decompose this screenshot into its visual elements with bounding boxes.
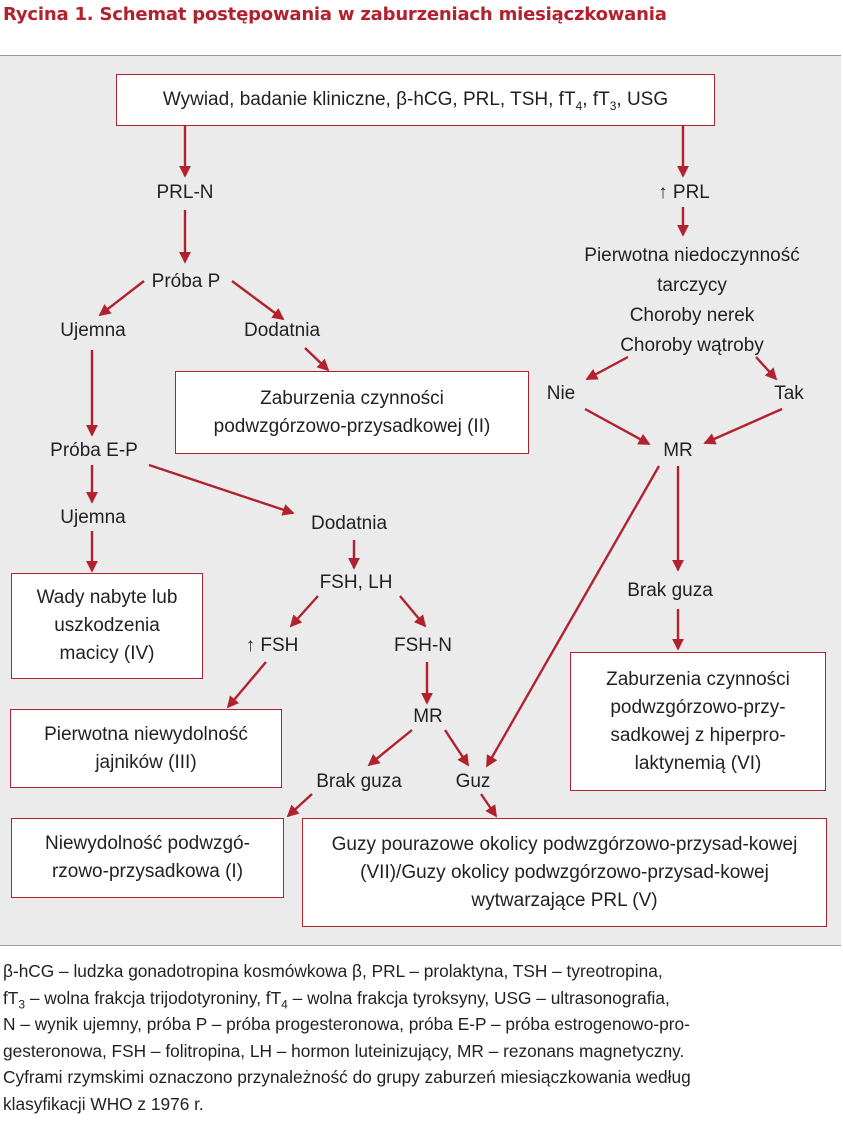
arrow-fshlh-to-upfsh xyxy=(289,595,319,628)
label-up-prl: ↑ PRL xyxy=(658,182,710,203)
arrow-conditions-to-tak xyxy=(755,356,778,381)
label-ujemna-1: Ujemna xyxy=(60,320,126,341)
label-prl-n: PRL-N xyxy=(156,182,214,203)
start-box-label: Wywiad, badanie kliniczne, β-hCG, PRL, T… xyxy=(162,89,669,113)
box-guzy-VII-V: Guzy pourazowe okolicy podwzgórzowo-przy… xyxy=(302,818,827,927)
arrow-tak-to-mr xyxy=(703,407,783,445)
arrow-nie-to-mr xyxy=(584,407,651,446)
label-proba-p: Próba P xyxy=(151,271,221,292)
box-zaburzenia-II: Zaburzenia czynności podwzgórzowo-przysa… xyxy=(175,371,529,454)
box-zaburzenia-II-label: Zaburzenia czynności podwzgórzowo-przysa… xyxy=(213,387,491,437)
label-brak-guza-right: Brak guza xyxy=(627,580,713,601)
arrow-conditions-to-nie xyxy=(585,355,629,381)
caption-line-2: fT3 – wolna frakcja trijodotyroniny, fT4… xyxy=(3,987,670,1011)
box-niewydolnosc-I-label: Niewydolność podwzgó-rzowo-przysadkowa (… xyxy=(45,833,250,882)
figure-title: Rycina 1. Schemat postępowania w zaburze… xyxy=(3,4,667,25)
label-proba-ep: Próba E-P xyxy=(50,440,138,461)
condition-line-2: tarczycy xyxy=(657,275,727,296)
box-zaburzenia-VI-label: Zaburzenia czynności podwzgórzowo-przy-s… xyxy=(606,668,790,774)
caption-line-4: gesteronowa, FSH – folitropina, LH – hor… xyxy=(3,1040,685,1061)
box-wady-IV: Wady nabyte lub uszkodzenia macicy (IV) xyxy=(11,573,203,679)
arrow-mr-to-guz xyxy=(485,465,661,768)
label-brak-guza-left: Brak guza xyxy=(316,771,402,792)
box-pierwotna-III: Pierwotna niewydolność jajników (III) xyxy=(10,709,282,788)
start-box: Wywiad, badanie kliniczne, β-hCG, PRL, T… xyxy=(116,74,715,126)
box-guzy-VII-V-label: Guzy pourazowe okolicy podwzgórzowo-przy… xyxy=(331,833,798,911)
arrow-mr-to-guz-left xyxy=(443,729,470,767)
label-ujemna-2: Ujemna xyxy=(60,507,126,528)
label-tak: Tak xyxy=(774,383,804,404)
arrow-upfsh-to-pierwotna xyxy=(226,661,267,709)
flowchart-panel xyxy=(0,55,841,946)
label-dodatnia-1: Dodatnia xyxy=(243,320,321,341)
label-guz: Guz xyxy=(455,771,491,792)
label-mr-right: MR xyxy=(663,440,693,461)
label-fsh-lh: FSH, LH xyxy=(319,572,393,593)
arrow-probaep-to-dodatnia xyxy=(148,463,295,516)
arrow-guz-to-guzy xyxy=(480,793,498,818)
arrow-dodatnia-to-zabII xyxy=(304,347,330,372)
label-dodatnia-2: Dodatnia xyxy=(310,513,388,534)
caption-line-5: Cyframi rzymskimi oznaczono przynależnoś… xyxy=(3,1067,691,1087)
box-pierwotna-III-label: Pierwotna niewydolność jajników (III) xyxy=(44,723,248,773)
label-fsh-n: FSH-N xyxy=(393,635,453,656)
box-wady-IV-label: Wady nabyte lub uszkodzenia macicy (IV) xyxy=(36,587,178,664)
arrow-brakguza-to-niewydolnosc xyxy=(286,793,313,818)
caption-line-3: N – wynik ujemny, próba P – próba proges… xyxy=(3,1014,690,1034)
caption-line-6: klasyfikacji WHO z 1976 r. xyxy=(3,1093,204,1114)
caption-line-1: β-hCG – ludzka gonadotropina kosmówkowa … xyxy=(3,961,663,981)
box-zaburzenia-VI: Zaburzenia czynności podwzgórzowo-przy-s… xyxy=(570,652,826,791)
label-nie: Nie xyxy=(546,383,576,404)
label-up-fsh: ↑ FSH xyxy=(245,635,299,656)
condition-line-1: Pierwotna niedoczynność xyxy=(584,245,800,266)
condition-line-4: Choroby wątroby xyxy=(620,335,764,356)
condition-line-3: Choroby nerek xyxy=(629,305,755,326)
label-conditions: Pierwotna niedoczynność tarczycy Choroby… xyxy=(584,241,799,361)
arrow-probap-to-ujemna xyxy=(98,280,145,317)
arrow-probap-to-dodatnia xyxy=(231,280,285,321)
flowchart-arrows xyxy=(86,125,783,818)
label-mr-left: MR xyxy=(413,706,443,727)
figure-caption: β-hCG – ludzka gonadotropina kosmówkowa … xyxy=(3,958,843,1117)
arrow-mr-to-brakguza-left xyxy=(367,729,413,767)
box-niewydolnosc-I: Niewydolność podwzgó-rzowo-przysadkowa (… xyxy=(11,818,284,898)
arrow-fshlh-to-fshn xyxy=(399,595,427,628)
